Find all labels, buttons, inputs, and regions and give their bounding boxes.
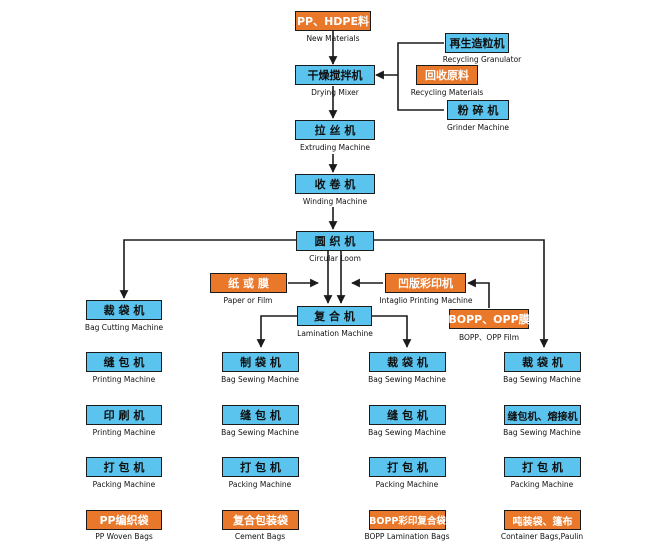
col1-printing-box: 印 刷 机: [86, 405, 162, 425]
col4-product-caption: Container Bags,Paulin: [500, 532, 584, 541]
col2-packing-caption: Packing Machine: [228, 480, 292, 489]
col4-cutting-caption: Bag Sewing Machine: [503, 375, 581, 384]
paper-or-film-box: 纸 或 膜: [210, 273, 287, 293]
lamination-machine-box: 复 合 机: [297, 306, 372, 326]
loom-branch-right: [373, 239, 549, 348]
col2-product-caption: Cement Bags: [234, 532, 286, 541]
col3-cutting-caption: Bag Sewing Machine: [368, 375, 446, 384]
paper-or-film-caption: Paper or Film: [223, 296, 273, 305]
col3-sewing-box: 缝 包 机: [369, 405, 446, 425]
col3-sewing-caption: Bag Sewing Machine: [368, 428, 446, 437]
col1-packing-box: 打 包 机: [86, 457, 162, 477]
drying-mixer-caption: Drying Mixer: [311, 88, 359, 97]
col4-packing-box: 打 包 机: [504, 457, 581, 477]
col1-product-caption: PP Woven Bags: [95, 532, 153, 541]
col4-sewing-box: 缝包机、熔接机: [504, 405, 581, 425]
col3-product-caption: BOPP Lamination Bags: [364, 532, 450, 541]
circular-loom-caption: Circular Loom: [309, 254, 361, 263]
bopp-film-caption: BOPP、OPP Film: [458, 333, 520, 342]
col1-sewing-caption: Printing Machine: [92, 375, 156, 384]
col3-packing-box: 打 包 机: [369, 457, 446, 477]
col4-product-box: 吨装袋、篷布: [504, 510, 581, 530]
recycling-granulator-box: 再生造粒机: [445, 33, 509, 53]
col2-product-box: 复合包装袋: [222, 510, 299, 530]
col3-packing-caption: Packing Machine: [375, 480, 439, 489]
col1-product-box: PP编织袋: [86, 510, 162, 530]
col4-packing-caption: Packing Machine: [510, 480, 574, 489]
drying-mixer-box: 干燥搅拌机: [295, 65, 375, 85]
col1-sewing-box: 缝 包 机: [86, 352, 162, 372]
col2-making-box: 制 袋 机: [222, 352, 299, 372]
arrow-bopp-to-printing: [467, 278, 490, 308]
new-materials-box: PP、HDPE料: [295, 11, 371, 31]
intaglio-printing-caption: Intaglio Printing Machine: [379, 296, 473, 305]
lamination-branch-right: [372, 315, 412, 348]
circular-loom-box: 圆 织 机: [296, 231, 374, 251]
recycling-materials-caption: Recycling Materials: [410, 88, 484, 97]
recycling-materials-box: 回收原料: [416, 65, 478, 85]
col1-cutting-box: 裁 袋 机: [86, 300, 162, 320]
grinder-machine-box: 粉 碎 机: [447, 100, 509, 120]
col4-cutting-box: 裁 袋 机: [504, 352, 581, 372]
col2-sewing-box: 缝 包 机: [222, 405, 299, 425]
recycling-granulator-caption: Recycling Granulator: [442, 55, 522, 64]
col1-printing-caption: Printing Machine: [92, 428, 156, 437]
winding-machine-box: 收 卷 机: [295, 174, 375, 194]
col1-cutting-caption: Bag Cutting Machine: [84, 323, 164, 332]
col3-product-box: BOPP彩印复合袋: [369, 510, 446, 530]
grinder-machine-caption: Grinder Machine: [447, 123, 509, 132]
loom-branch-left: [119, 239, 296, 299]
lamination-machine-caption: Lamination Machine: [297, 329, 373, 338]
bopp-film-box: BOPP、OPP膜: [448, 309, 530, 329]
lamination-branch-left: [256, 315, 297, 348]
winding-machine-caption: Winding Machine: [302, 197, 368, 206]
col2-sewing-caption: Bag Sewing Machine: [221, 428, 299, 437]
col3-cutting-box: 裁 袋 机: [369, 352, 446, 372]
col2-packing-box: 打 包 机: [222, 457, 299, 477]
intaglio-printing-box: 凹版彩印机: [385, 273, 466, 293]
extruding-machine-box: 拉 丝 机: [295, 120, 375, 140]
recycling-loop-line: [397, 42, 444, 111]
col4-sewing-caption: Bag Sewing Machine: [503, 428, 581, 437]
col1-packing-caption: Packing Machine: [92, 480, 156, 489]
new-materials-caption: New Materials: [306, 34, 360, 43]
extruding-machine-caption: Extruding Machine: [299, 143, 371, 152]
col2-making-caption: Bag Sewing Machine: [221, 375, 299, 384]
